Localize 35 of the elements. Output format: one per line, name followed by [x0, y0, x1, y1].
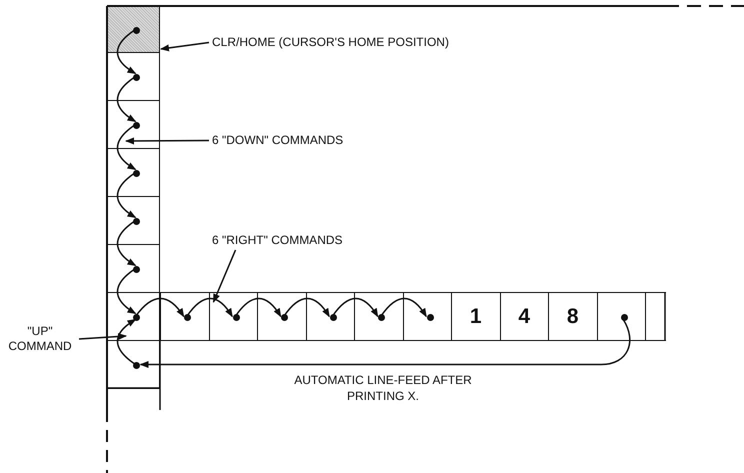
- cursor-arrow: [234, 298, 282, 318]
- screen-cell: [257, 292, 306, 341]
- cursor-arrow: [116, 76, 136, 122]
- cursor-arrow: [116, 318, 136, 366]
- cursor-arrow: [140, 319, 630, 368]
- cursor-arrow: [380, 298, 427, 318]
- cursor-arrow: [134, 298, 184, 318]
- callout-text: 6 "RIGHT" COMMANDS: [212, 233, 343, 248]
- cursor-arrow: [283, 298, 330, 318]
- character-cell: 4: [500, 292, 549, 341]
- screen-cell: [645, 292, 666, 341]
- screen-cell: [160, 292, 210, 341]
- home-cell: [107, 6, 160, 53]
- screen-cell: [107, 340, 160, 389]
- cursor-arrow: [116, 172, 136, 218]
- screen-cell: [402, 292, 452, 341]
- leader-arrow: [212, 250, 236, 303]
- screen-cell: [354, 292, 404, 341]
- cursor-arrow: [332, 298, 378, 318]
- character-cell: 8: [548, 292, 598, 341]
- cursor-arrow: [186, 298, 233, 318]
- callout-text: "UP" COMMAND: [4, 324, 76, 354]
- screen-cell: [306, 292, 355, 341]
- leader-arrow: [78, 333, 127, 340]
- screen-cell: [596, 292, 646, 341]
- cursor-arrow: [116, 28, 136, 74]
- leader-arrow: [125, 137, 209, 144]
- leader-arrow: [160, 42, 210, 52]
- cursor-arrow: [116, 268, 136, 314]
- cursor-arrow: [116, 124, 136, 170]
- cursor-arrow: [116, 220, 136, 266]
- callout-text: CLR/HOME (CURSOR'S HOME POSITION): [212, 35, 449, 50]
- screen-cell: [208, 292, 258, 341]
- character-cell: 1: [451, 292, 500, 341]
- callout-text: 6 "DOWN" COMMANDS: [212, 133, 344, 148]
